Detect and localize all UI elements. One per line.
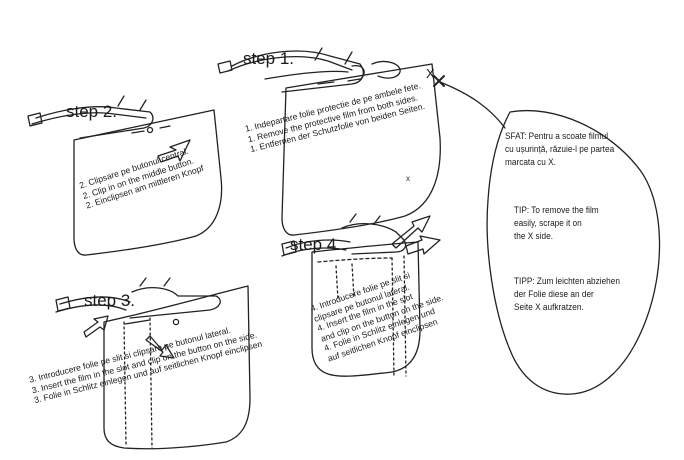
step3-label: step 3. (84, 291, 136, 310)
step4-visor-illustration (281, 213, 441, 377)
tip-ro: SFAT: Pentru a scoate filmul cu ușurință… (505, 131, 614, 169)
tip-de-line-1: TIPP: Zum leichten abziehen (514, 276, 620, 287)
tip-en-line-1: TIP: To remove the film (514, 205, 599, 216)
svg-text:x: x (406, 174, 410, 183)
tip-en-line-3: the X side. (514, 230, 553, 242)
step1-label: step 1. (243, 49, 295, 68)
step4-label: step 4. (290, 235, 342, 254)
tip-bubble (486, 109, 661, 395)
step2-visor-illustration (27, 95, 223, 256)
tip-de-line-2: der Folie diese an der (514, 288, 594, 300)
tip-en-line-2: easily, scrape it on (514, 217, 582, 229)
step3-visor-illustration (55, 277, 251, 450)
tip-ro-line-3: marcata cu X. (505, 156, 556, 168)
tip-ro-line-2: cu ușurință, răzuie-l pe partea (505, 143, 615, 155)
step2-label: step 2. (66, 102, 118, 121)
tip-en: TIP: To remove the film easily, scrape i… (514, 205, 599, 243)
tip-de-line-3: Seite X aufkratzen. (514, 301, 584, 313)
step1-visor-illustration (217, 47, 506, 236)
x-mark-label: X (426, 66, 435, 81)
tip-ro-line-1: SFAT: Pentru a scoate filmul (505, 131, 609, 142)
tip-de: TIPP: Zum leichten abziehen der Folie di… (514, 276, 620, 314)
